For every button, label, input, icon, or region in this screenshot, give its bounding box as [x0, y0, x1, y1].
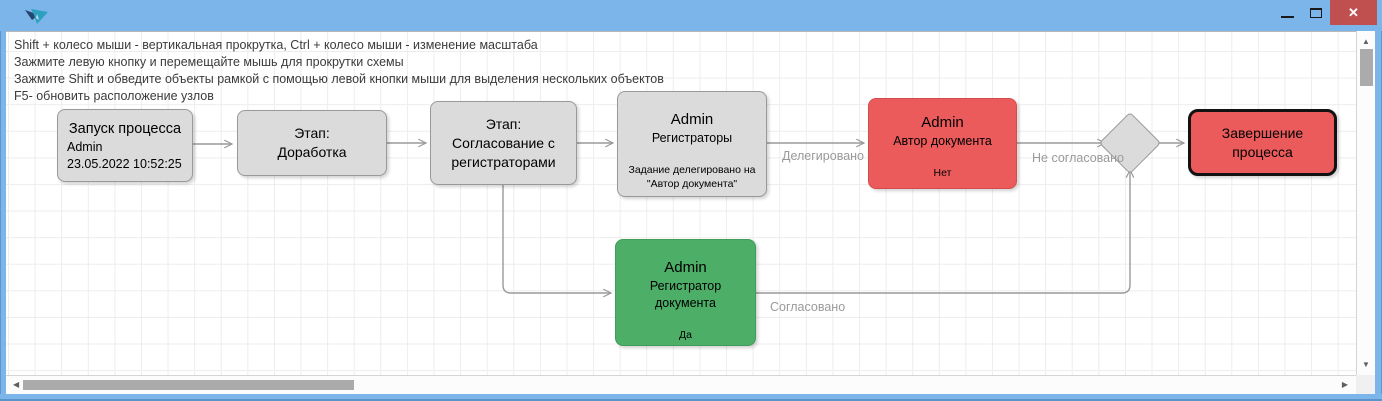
vertical-scrollbar[interactable]: ▲ ▼ [1356, 31, 1375, 375]
node-result: Нет [933, 167, 952, 179]
edge-label-not-approved: Не согласовано [1032, 151, 1124, 165]
node-stage-rework[interactable]: Этап: Доработка [237, 110, 387, 176]
edge-label-approved: Согласовано [770, 300, 846, 314]
scroll-up-icon[interactable]: ▲ [1362, 37, 1370, 46]
diagram-canvas[interactable]: Shift + колесо мыши - вертикальная прокр… [6, 31, 1356, 375]
node-user: Admin [664, 259, 707, 276]
node-line: процесса [1232, 143, 1293, 160]
minimize-button[interactable] [1272, 0, 1302, 25]
node-timestamp: 23.05.2022 10:52:25 [67, 156, 182, 171]
horizontal-scrollbar[interactable]: ◀ ▶ [6, 375, 1356, 394]
scrollbar-corner [1356, 375, 1375, 394]
bird-logo-icon [25, 9, 48, 24]
node-role: документа [655, 296, 716, 310]
node-note: "Автор документа" [646, 178, 738, 190]
edge-label-delegated: Делегировано [782, 149, 865, 163]
node-title: Запуск процесса [68, 120, 182, 137]
help-line-1: Shift + колесо мыши - вертикальная прокр… [14, 38, 538, 52]
node-line: регистраторами [451, 153, 556, 170]
node-process-end[interactable]: Завершение процесса [1188, 109, 1337, 176]
node-task-registrar-doc[interactable]: Admin Регистратор документа Да [615, 239, 756, 346]
window-bottom-border [0, 394, 1382, 401]
help-line-2: Зажмите левую кнопку и перемещайте мышь … [14, 55, 404, 69]
help-line-3: Зажмите Shift и обведите объекты рамкой … [14, 72, 664, 86]
node-task-author[interactable]: Admin Автор документа Нет [868, 98, 1017, 189]
minimize-icon [1280, 15, 1294, 18]
node-user: Admin [921, 114, 964, 131]
node-role: Регистратор [649, 279, 722, 293]
node-task-registrars[interactable]: Admin Регистраторы Задание делегировано … [617, 91, 767, 197]
node-process-start[interactable]: Запуск процесса Admin 23.05.2022 10:52:2… [57, 109, 193, 182]
help-line-4: F5- обновить расположение узлов [14, 89, 214, 103]
node-role: Автор документа [893, 134, 992, 148]
node-line: Согласование с [452, 134, 555, 151]
node-role: Регистраторы [651, 131, 733, 145]
close-icon: ✕ [1348, 4, 1359, 20]
node-line: Этап: [485, 115, 522, 132]
scroll-left-icon[interactable]: ◀ [13, 380, 20, 389]
scroll-right-icon[interactable]: ▶ [1341, 380, 1348, 389]
node-stage-approval[interactable]: Этап: Согласование с регистраторами [430, 101, 577, 185]
node-line: Завершение [1221, 124, 1304, 141]
help-instructions: Shift + колесо мыши - вертикальная прокр… [14, 37, 664, 105]
node-user: Admin [67, 139, 103, 154]
close-button[interactable]: ✕ [1330, 0, 1377, 25]
node-line: Этап: [294, 125, 330, 141]
vertical-scrollbar-thumb[interactable] [1360, 49, 1373, 86]
title-bar[interactable]: ✕ [0, 0, 1382, 31]
node-user: Admin [670, 111, 714, 128]
node-line: Доработка [277, 144, 347, 160]
scroll-down-icon[interactable]: ▼ [1362, 360, 1370, 369]
horizontal-scrollbar-thumb[interactable] [23, 380, 354, 390]
maximize-button[interactable] [1303, 0, 1329, 25]
node-note: Задание делегировано на [628, 164, 756, 176]
maximize-icon [1310, 7, 1322, 18]
node-result: Да [679, 329, 692, 341]
